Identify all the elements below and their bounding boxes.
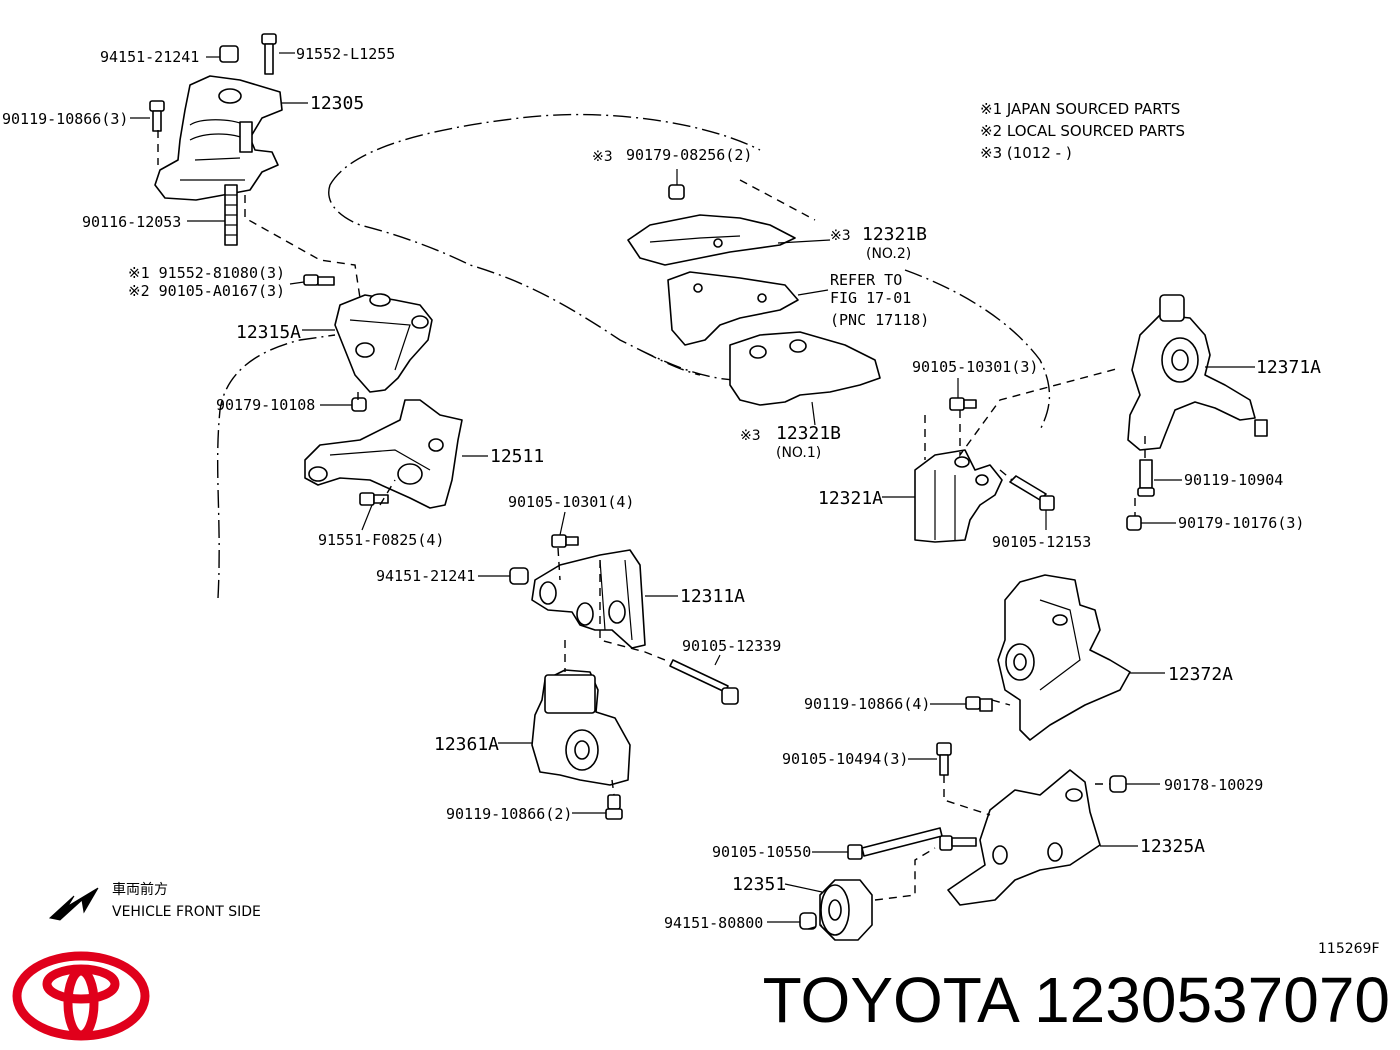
note-local-sourced: ※2 LOCAL SOURCED PARTS — [980, 122, 1185, 140]
label-94151-80800: 94151-80800 — [664, 914, 763, 932]
label-12361A: 12361A — [434, 734, 499, 755]
refer-line-2: FIG 17-01 — [830, 289, 911, 307]
refer-line-1: REFER TO — [830, 271, 902, 289]
bolt-90119-10866-2 — [605, 794, 623, 820]
label-90105-10550: 90105-10550 — [712, 843, 811, 861]
label-12321B-no2: 12321B — [862, 224, 927, 245]
label-91552-L1255: 91552-L1255 — [296, 45, 395, 63]
label-90105-10301-4: 90105-10301(4) — [508, 493, 634, 511]
bolt-90119-10904 — [1137, 459, 1155, 497]
bracket-12321B-no1 — [729, 331, 881, 406]
label-12372A: 12372A — [1168, 664, 1233, 685]
label-12321B-no1: 12321B — [776, 423, 841, 444]
leader-lines — [130, 52, 1255, 923]
logo-rings — [12, 951, 150, 1041]
mark-08256: ※3 — [592, 149, 613, 165]
label-12305: 12305 — [310, 93, 364, 114]
label-94151-21241-top: 94151-21241 — [100, 48, 199, 66]
label-12321B-no1-sub: (NO.1) — [776, 445, 821, 461]
bolt-90105-12339 — [669, 659, 739, 705]
label-12311A: 12311A — [680, 586, 745, 607]
bolt-90105-10301-4 — [551, 534, 579, 548]
label-90105-A0167: ※2 90105-A0167(3) — [128, 282, 285, 300]
mark-12321B-no1: ※3 — [740, 428, 761, 444]
nut-90179-08256 — [668, 184, 685, 200]
body-outline-right — [904, 269, 1051, 431]
label-12511: 12511 — [490, 446, 544, 467]
label-90105-12153: 90105-12153 — [992, 533, 1091, 551]
bolt-90119-10866-4 — [965, 696, 993, 712]
note-japan-sourced: ※1 JAPAN SOURCED PARTS — [980, 100, 1180, 118]
engine-mount-12371A — [1127, 294, 1268, 451]
assembly-dashed-lines — [157, 130, 1146, 930]
bolt-91552-L1255 — [261, 33, 277, 75]
body-outline — [216, 113, 761, 599]
label-12315A: 12315A — [236, 322, 301, 343]
bolt-90105-12153 — [1009, 475, 1055, 511]
engine-mount-12361A — [531, 669, 631, 786]
label-90119-10904: 90119-10904 — [1184, 471, 1283, 489]
label-91552-81080: ※1 91552-81080(3) — [128, 264, 285, 282]
label-90119-10866-3: 90119-10866(3) — [2, 110, 128, 128]
bolt-90105-10494 — [936, 742, 952, 776]
bracket-12321A — [914, 449, 1003, 543]
bushing-12351 — [819, 879, 873, 941]
front-side-en: VEHICLE FRONT SIDE — [112, 904, 261, 920]
nut-94151-21241-mid — [509, 567, 529, 585]
front-side-jp: 車両前方 — [112, 881, 168, 898]
label-91551-F0825: 91551-F0825(4) — [318, 531, 444, 549]
label-90105-12339: 90105-12339 — [682, 637, 781, 655]
bracket-12315A — [334, 293, 433, 393]
bolt-91552-81080 — [303, 274, 335, 286]
label-90119-10866-4: 90119-10866(4) — [804, 695, 930, 713]
label-90105-10494: 90105-10494(3) — [782, 750, 908, 768]
label-90105-10301-3: 90105-10301(3) — [912, 358, 1038, 376]
nut-94151-21241-top — [219, 45, 239, 63]
bracket-12321B-no2 — [627, 214, 796, 266]
bracket-12311A — [531, 549, 646, 649]
label-90116-12053: 90116-12053 — [82, 213, 181, 231]
label-12321B-no2-sub: (NO.2) — [866, 246, 911, 262]
nut-94151-80800 — [799, 912, 817, 930]
nut-90179-10176 — [1126, 515, 1142, 531]
bracket-12511 — [304, 399, 463, 509]
bolt-90119-10866-3 — [149, 100, 165, 132]
label-90119-10866-2: 90119-10866(2) — [446, 805, 572, 823]
label-12351: 12351 — [732, 874, 786, 895]
label-12321A: 12321A — [818, 488, 883, 509]
nut-90178-10029 — [1109, 775, 1127, 793]
toyota-logo-icon — [12, 951, 150, 1041]
label-90179-08256: 90179-08256(2) — [626, 146, 752, 164]
bolt-90105-10301-3 — [949, 397, 977, 411]
brand-title: TOYOTA 1230537070 — [762, 964, 1390, 1036]
engine-mount-12372A — [997, 574, 1131, 741]
label-12325A: 12325A — [1140, 836, 1205, 857]
label-90179-10176: 90179-10176(3) — [1178, 514, 1304, 532]
label-94151-21241-mid: 94151-21241 — [376, 567, 475, 585]
label-90179-10108: 90179-10108 — [216, 396, 315, 414]
mark-12321B-no2: ※3 — [830, 228, 851, 244]
bracket-refer-17-01 — [667, 271, 799, 346]
label-12371A: 12371A — [1256, 357, 1321, 378]
refer-line-3: (PNC 17118) — [830, 311, 929, 329]
engine-mount-12305 — [154, 75, 283, 201]
label-90178-10029: 90178-10029 — [1164, 776, 1263, 794]
bracket-12325A — [947, 769, 1101, 906]
bolt-90105-10550 — [847, 827, 943, 860]
vehicle-front-arrow-icon — [48, 887, 99, 921]
note-mark-3: ※3 (1012 - ) — [980, 144, 1072, 162]
stud-90116-12053 — [224, 184, 238, 246]
figure-code: 115269F — [1318, 941, 1380, 957]
nut-90179-10108 — [351, 397, 367, 412]
bolt-12325A-side — [939, 835, 977, 851]
